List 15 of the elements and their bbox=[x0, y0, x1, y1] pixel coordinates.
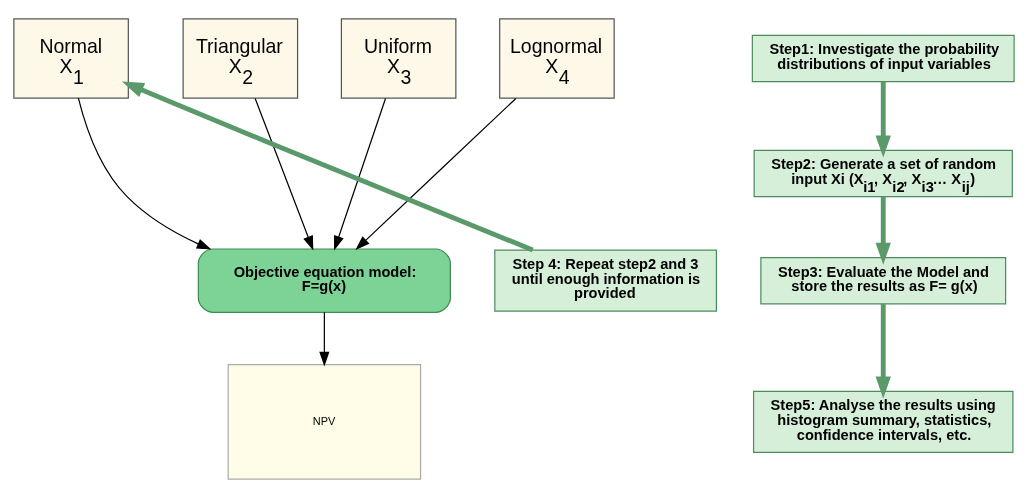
arrow bbox=[121, 81, 534, 253]
arrow bbox=[333, 97, 386, 251]
arrow bbox=[875, 81, 891, 158]
arrow bbox=[354, 97, 516, 251]
arrow bbox=[875, 303, 891, 399]
node-box: Step3: Evaluate the Model and store the results as F= g(x) bbox=[759, 256, 1006, 305]
arrow bbox=[318, 311, 329, 367]
node-box: Step 4: Repeat step2 and 3 until enough information is provided bbox=[493, 249, 717, 312]
node-box: Step5: Analyse the results using histogram summary, statistics, confidence intervals, etc. bbox=[752, 390, 1013, 453]
node-box: NPV bbox=[227, 364, 421, 480]
arrow bbox=[254, 97, 313, 251]
arrow bbox=[875, 196, 891, 265]
node-box: Objective equation model: F=g(x) bbox=[197, 248, 451, 313]
node-box: Step1: Investigate the probability distributions of input variables bbox=[751, 34, 1015, 83]
arrow bbox=[77, 97, 211, 250]
